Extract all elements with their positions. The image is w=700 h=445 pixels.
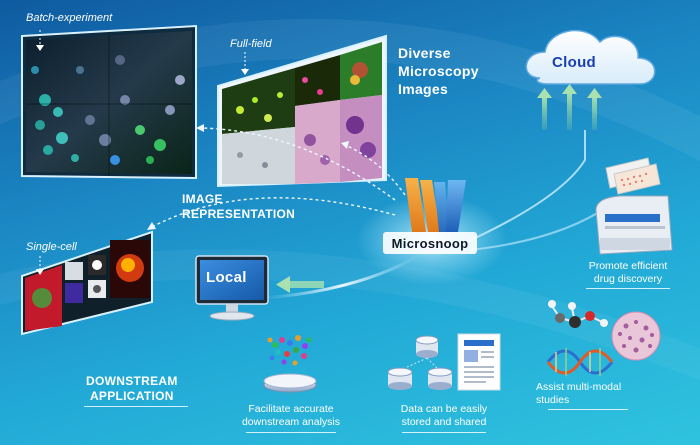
data-caption-line-1: Data can be easily bbox=[400, 403, 488, 415]
storage-discs-icon bbox=[387, 335, 453, 390]
drug-caption-underline bbox=[586, 288, 670, 289]
multimodal-caption-underline bbox=[548, 409, 628, 410]
drug-discovery-instrument bbox=[595, 157, 673, 255]
batch-experiment-panel bbox=[21, 24, 197, 180]
dna-icon bbox=[546, 348, 614, 376]
local-monitor bbox=[195, 255, 269, 321]
image-representation-line-1: IMAGE bbox=[182, 192, 223, 206]
cloud-label: Cloud bbox=[552, 54, 596, 71]
local-label: Local bbox=[206, 269, 247, 286]
image-representation-line-2: REPRESENTATION bbox=[182, 207, 296, 221]
drug-caption-line-2: drug discovery bbox=[593, 273, 663, 285]
cell-tissue-icon bbox=[611, 311, 661, 361]
analysis-caption-line-2: downstream analysis bbox=[241, 416, 341, 428]
image-representation-label: IMAGE REPRESENTATION bbox=[182, 192, 295, 222]
single-cell-label: Single-cell bbox=[26, 241, 77, 253]
document-icon bbox=[457, 333, 501, 391]
microsnoop-logo bbox=[383, 178, 477, 254]
full-field-panel bbox=[217, 34, 387, 188]
diverse-microscopy-images-title: Diverse Microscopy Images bbox=[398, 44, 479, 98]
downstream-underline bbox=[84, 406, 188, 407]
analysis-caption-line-1: Facilitate accurate bbox=[248, 403, 334, 415]
single-cell-panel bbox=[21, 230, 153, 336]
multimodal-caption-line-1: Assist multi-modal bbox=[536, 381, 622, 393]
title-line-3: Images bbox=[398, 81, 449, 97]
data-caption-line-2: stored and shared bbox=[401, 416, 487, 428]
molecule-icon bbox=[548, 300, 608, 328]
drug-caption-line-1: Promote efficient bbox=[588, 260, 668, 272]
downstream-line-1: DOWNSTREAM bbox=[86, 374, 178, 388]
title-line-2: Microscopy bbox=[398, 63, 479, 79]
multimodal-caption: Assist multi-modal studies bbox=[536, 381, 646, 407]
analysis-caption: Facilitate accurate downstream analysis bbox=[226, 403, 356, 429]
downstream-line-2: APPLICATION bbox=[89, 389, 174, 403]
analysis-cluster-icon bbox=[263, 335, 317, 393]
upload-arrows bbox=[537, 84, 602, 130]
full-field-label: Full-field bbox=[230, 38, 272, 50]
microsnoop-label: Microsnoop bbox=[391, 236, 469, 251]
multimodal-caption-line-2: studies bbox=[536, 394, 570, 406]
title-line-1: Diverse bbox=[398, 45, 451, 61]
batch-experiment-label: Batch-experiment bbox=[26, 12, 113, 24]
cloud-graphic bbox=[525, 29, 656, 85]
drug-discovery-caption: Promote efficient drug discovery bbox=[568, 260, 688, 286]
to-local-arrow bbox=[276, 276, 324, 293]
downstream-application-label: DOWNSTREAM APPLICATION bbox=[86, 374, 178, 404]
analysis-caption-underline bbox=[246, 432, 336, 433]
data-caption-underline bbox=[402, 432, 486, 433]
data-caption: Data can be easily stored and shared bbox=[386, 403, 502, 429]
